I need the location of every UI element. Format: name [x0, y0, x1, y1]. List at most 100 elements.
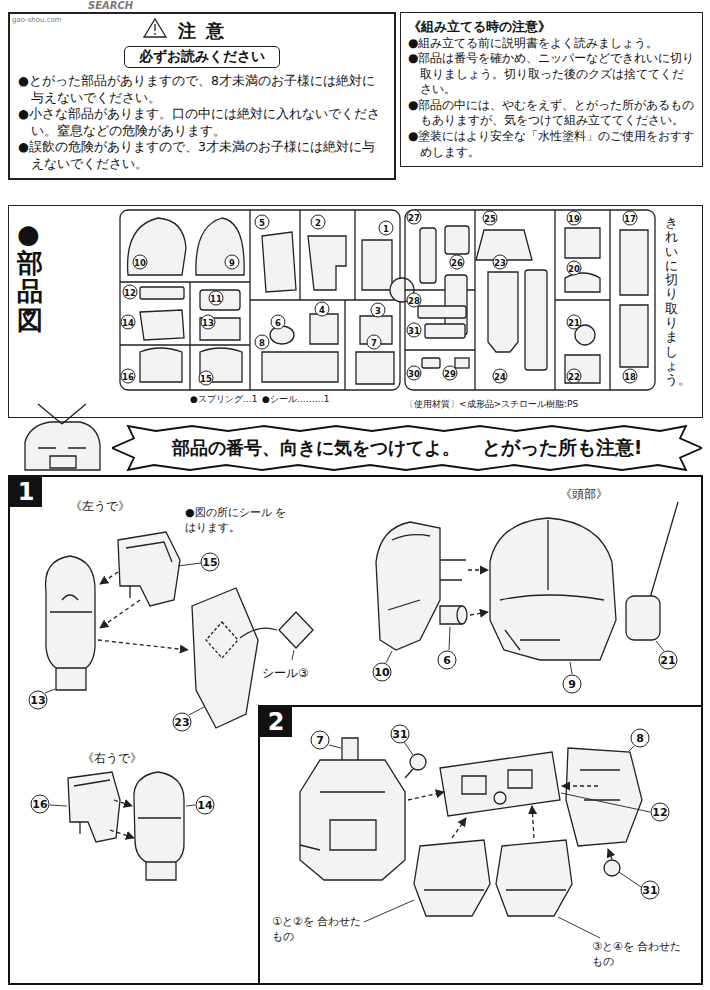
callout-number: 14: [196, 796, 215, 815]
head-parts: [490, 518, 616, 660]
part-number: 9: [225, 255, 240, 270]
part-number: 12: [123, 285, 138, 300]
spec-note: 〔使用材質〕<成形品>スチロール樹脂:PS: [405, 398, 578, 411]
right-arm-parts: [110, 830, 134, 838]
runner-a: [310, 314, 338, 344]
left-arm-parts: [100, 572, 118, 584]
part-number: 28: [407, 293, 422, 308]
runner-a: [140, 348, 182, 382]
right-arm-parts: [68, 772, 120, 842]
head-parts: [626, 596, 660, 640]
assembly-note: ①と②を 合わせたもの: [272, 915, 364, 945]
body-parts: [424, 889, 566, 890]
mascot-head: [25, 422, 100, 470]
callout-number: 6: [438, 651, 457, 670]
body-parts: [494, 792, 506, 804]
right-arm-parts: [114, 800, 132, 806]
callout-number: 10: [373, 663, 392, 682]
runner-a: [270, 326, 294, 344]
runner-a: [120, 210, 414, 390]
callout-number: 16: [31, 795, 50, 814]
callout-number: 7: [311, 731, 330, 750]
part-number: 14: [121, 315, 136, 330]
right-arm-parts: [74, 780, 110, 834]
body-parts: [300, 792, 385, 850]
note-text: ●塗装にはより安全な「水性塗料」のご使用をおすすめします。: [408, 129, 695, 160]
part-number: 15: [199, 371, 214, 386]
banner-outline: [112, 426, 702, 470]
callout-number: 9: [563, 675, 582, 694]
runner-b: [455, 358, 469, 368]
runner-a: [140, 310, 184, 340]
body-parts: [414, 840, 490, 916]
part-number: 6: [271, 315, 286, 330]
callout-number: 15: [201, 553, 220, 572]
part-number: 4: [315, 302, 330, 317]
part-heading: シール③: [262, 665, 309, 682]
runner-b: [420, 228, 436, 283]
part-heading: 《頭部》: [560, 486, 608, 503]
body-parts: [408, 792, 444, 800]
runner-b: [620, 305, 648, 367]
part-number: 7: [367, 335, 382, 350]
head-parts: [388, 535, 466, 610]
runner-b: [405, 210, 610, 390]
head-parts: [500, 520, 604, 650]
runner-b: [425, 324, 465, 338]
body-parts: [300, 760, 405, 880]
runner-a: [140, 287, 184, 299]
runner-b: [445, 226, 469, 254]
caution-banner: 部品の番号、向きに気をつけてよ。とがった所も注意!: [112, 424, 702, 472]
instruction-text: きれいに切り取りましょう。: [665, 216, 678, 388]
part-number: 27: [407, 210, 422, 225]
warning-text: ●誤飲の危険がありますので、3才未満のお子様には絶対に与えないでください。: [18, 139, 386, 172]
parts-diagram-panel: ●部品図きれいに切り取りましょう。: [8, 205, 703, 418]
runner-b: [422, 358, 440, 368]
part-number: 19: [567, 211, 582, 226]
right-arm-parts: [134, 772, 184, 880]
runner-a: [200, 290, 240, 310]
part-number: 11: [209, 291, 224, 306]
runner-b: [620, 230, 648, 295]
warning-heading: 注 意: [18, 18, 386, 44]
body-parts: [452, 818, 466, 838]
runner-b: [565, 228, 600, 258]
watermark: SEARCH: [88, 0, 133, 11]
runner-b: [565, 273, 600, 292]
part-number: 16: [121, 369, 136, 384]
left-arm-parts: [240, 628, 277, 638]
part-number: 10: [133, 255, 148, 270]
watermark: gao-shou.com: [12, 16, 62, 24]
head-parts: [386, 627, 664, 674]
step-number: 1: [10, 477, 42, 507]
runner-b: [418, 306, 466, 318]
runner-b: [525, 270, 547, 370]
right-arm-parts: [50, 772, 195, 880]
body-parts: [562, 785, 598, 786]
assembly-note: ③と④を 合わせたもの: [592, 940, 684, 970]
body-parts: [608, 849, 612, 859]
part-number: 25: [483, 211, 498, 226]
callout-number: 31: [391, 725, 410, 744]
callout-number: 12: [651, 803, 670, 822]
runner-b: [405, 210, 655, 390]
head-parts: [457, 606, 467, 624]
note-text: ●組み立てる前に説明書をよく読みましょう。: [408, 36, 695, 52]
left-arm-parts: [126, 542, 172, 598]
body-parts: [462, 770, 532, 794]
runner-a: [128, 218, 186, 275]
part-number: 5: [255, 215, 270, 230]
body-parts: [410, 754, 426, 770]
callout-number: 23: [173, 713, 192, 732]
body-parts: [342, 738, 358, 762]
head-parts: [650, 502, 678, 598]
right-arm-parts: [50, 805, 195, 806]
left-arm-parts: [46, 556, 96, 690]
body-parts: [440, 752, 560, 816]
runner-a: [362, 240, 392, 290]
runner-a: [262, 352, 338, 382]
mascot-head: [25, 404, 100, 470]
runner-b: [565, 355, 600, 383]
part-number: 30: [407, 366, 422, 381]
part-number: 23: [493, 255, 508, 270]
